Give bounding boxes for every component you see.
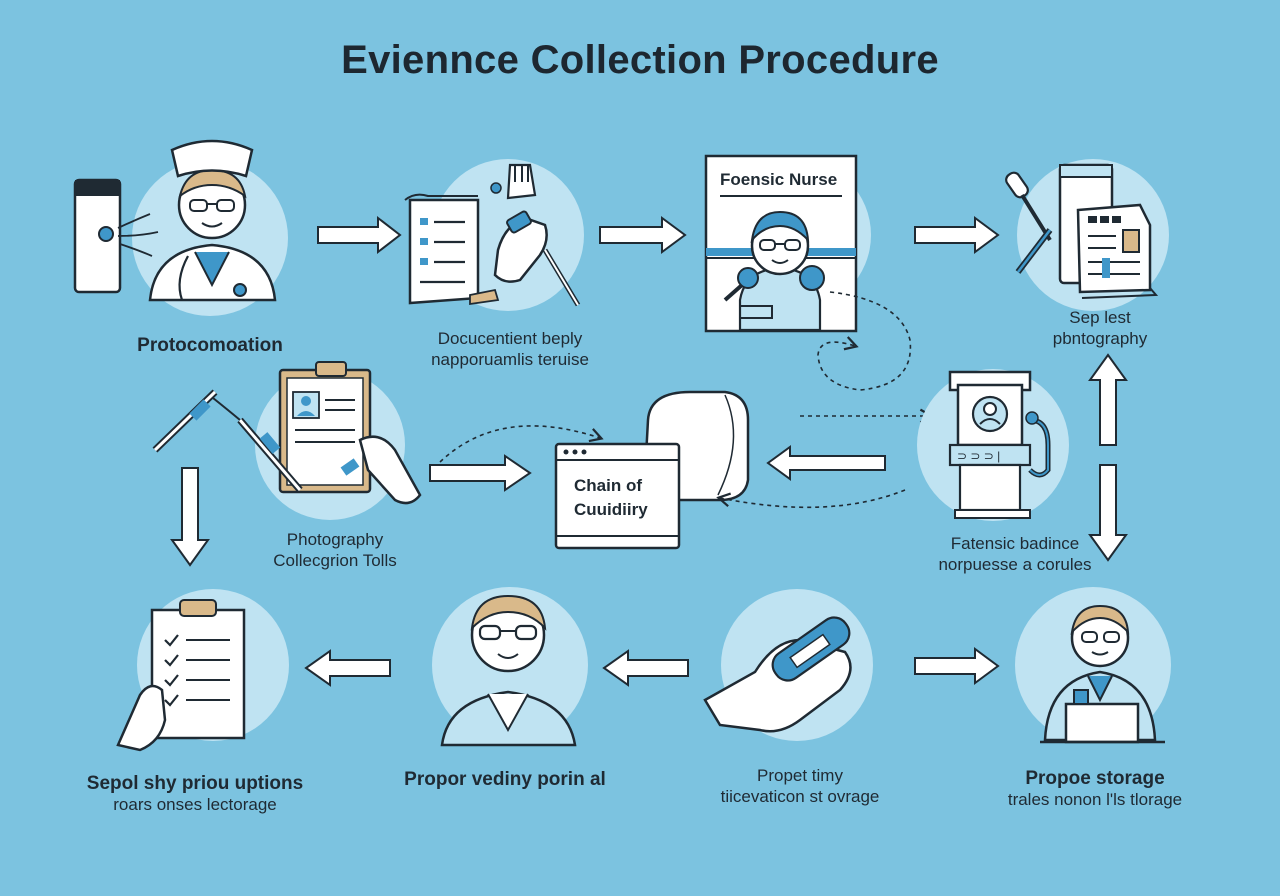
sepol-label-line2: roars onses lectorage [113, 795, 277, 814]
arrow-right-1 [317, 215, 402, 255]
chain-of-custody-label: Chain of Cuuidiiry [574, 474, 674, 522]
documentation-label-line2: napporuamlis teruise [431, 350, 589, 369]
arrow-right-2 [599, 216, 687, 254]
documentation-clipboard-icon [404, 159, 584, 311]
protocol-label: Protocomoation [110, 335, 310, 356]
arrow-left-bottom-1 [304, 649, 391, 687]
sep-test-label: Sep lest pbntography [1000, 307, 1200, 349]
forensic-nurse-portrait [704, 154, 871, 333]
propet-timy-label-line1: Propet timy [757, 766, 843, 785]
propoe-storage-label: Propoe storage trales nonon l'ls tlorage [980, 768, 1210, 810]
arrow-right-bottom [914, 647, 1000, 685]
forensic-nurse-label: Foensic Nurse [720, 170, 838, 189]
photography-clipboard-icon [152, 361, 422, 520]
checklist-icon [116, 589, 289, 752]
arrow-left-bottom-2 [602, 649, 689, 687]
propet-timy-label: Propet timy tiicevaticon st ovrage [690, 765, 910, 807]
sepol-label-line1: Sepol shy priou uptions [86, 773, 304, 794]
photography-label-line1: Photography [286, 530, 384, 549]
protocol-label-text: Protocomoation [137, 335, 283, 356]
propor-vediny-label-text: Propor vediny porin al [404, 769, 606, 790]
propoe-storage-label-line1: Propoe storage [1025, 768, 1165, 789]
propor-vediny-label: Propor vediny porin al [380, 769, 630, 790]
hand-sample-tube-icon [703, 589, 873, 741]
sep-test-label-line2: pbntography [1052, 329, 1148, 348]
arrow-right-3 [914, 216, 1000, 254]
photography-label-line2: Collecgrion Tolls [273, 551, 397, 570]
arrow-vertical-right [1088, 353, 1128, 562]
dashed-connector-bottom-right [716, 489, 906, 509]
evidence-kit-icon [1005, 159, 1169, 311]
documentation-label-line1: Docucentient beply [437, 329, 583, 348]
chain-label-line1: Chain of [574, 476, 642, 495]
dashed-loop-connector [817, 291, 912, 391]
dashed-connector-to-chain [439, 425, 604, 463]
sepol-label: Sepol shy priou uptions roars onses lect… [70, 773, 320, 815]
documentation-label: Docucentient beply napporuamlis teruise [390, 328, 630, 370]
forensic-machine-icon: ⊃ ⊃ ⊃ | [917, 369, 1069, 521]
propoe-storage-label-line2: trales nonon l'ls tlorage [1007, 790, 1183, 809]
person-verifier-icon [432, 587, 588, 747]
fatensic-label-line1: Fatensic badince [950, 534, 1080, 553]
photography-label: Photography Collecgrion Tolls [230, 529, 440, 571]
diagram-title: Eviennce Collection Procedure [341, 38, 939, 82]
arrow-left-to-chain [766, 445, 886, 481]
propet-timy-label-line2: tiicevaticon st ovrage [720, 787, 880, 806]
arrow-right-to-chain [429, 454, 532, 492]
chain-label-line2: Cuuidiiry [574, 500, 648, 519]
fatensic-label-line2: norpuesse a corules [938, 555, 1092, 574]
nurse-protocol-icon [73, 139, 288, 316]
fatensic-label: Fatensic badince norpuesse a corules [900, 533, 1130, 575]
arrow-down-left [170, 467, 210, 567]
chain-of-custody-window [554, 390, 750, 550]
sep-test-label-line1: Sep lest [1069, 308, 1131, 327]
storage-officer-icon [1015, 587, 1171, 744]
svg-text:⊃ ⊃ ⊃ |: ⊃ ⊃ ⊃ | [957, 449, 1000, 463]
